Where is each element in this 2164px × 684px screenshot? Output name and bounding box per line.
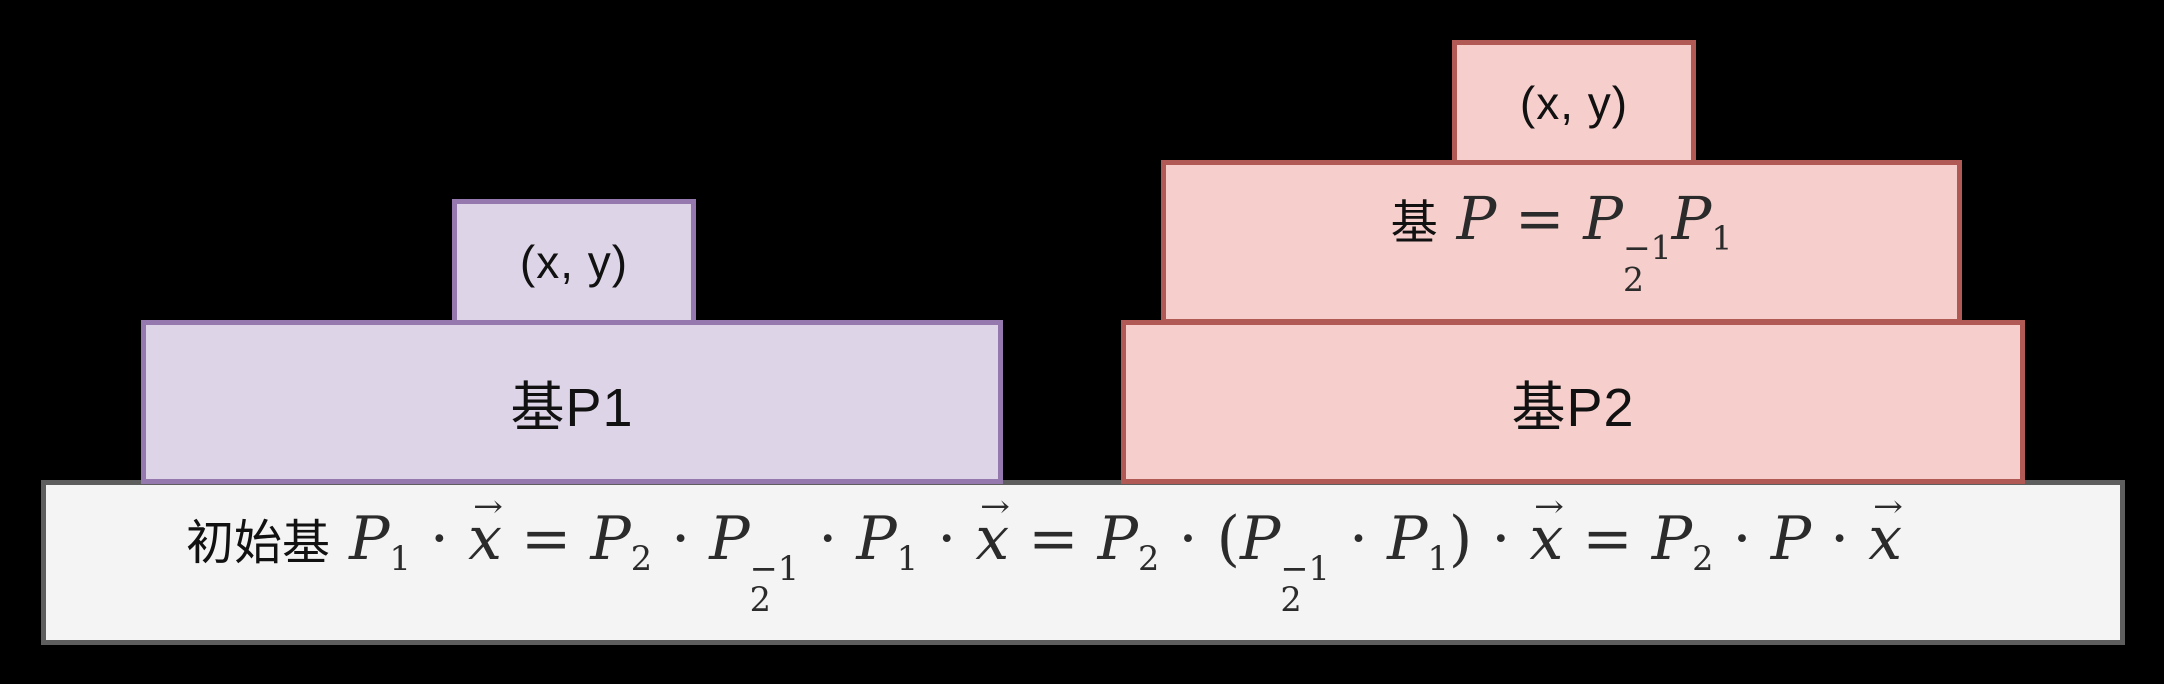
point-box-left-label: (x, y) bbox=[519, 236, 629, 288]
point-box-right-label: (x, y) bbox=[1519, 76, 1629, 129]
point-box-right: (x, y) bbox=[1452, 40, 1696, 165]
point-box-left: (x, y) bbox=[452, 199, 696, 325]
basis-p1-box: 基P1 bbox=[141, 320, 1003, 484]
basis-p2-label: 基P2 bbox=[1511, 377, 1635, 438]
basis-p1-label: 基P1 bbox=[510, 377, 634, 438]
basis-p2-box: 基P2 bbox=[1121, 320, 2025, 484]
